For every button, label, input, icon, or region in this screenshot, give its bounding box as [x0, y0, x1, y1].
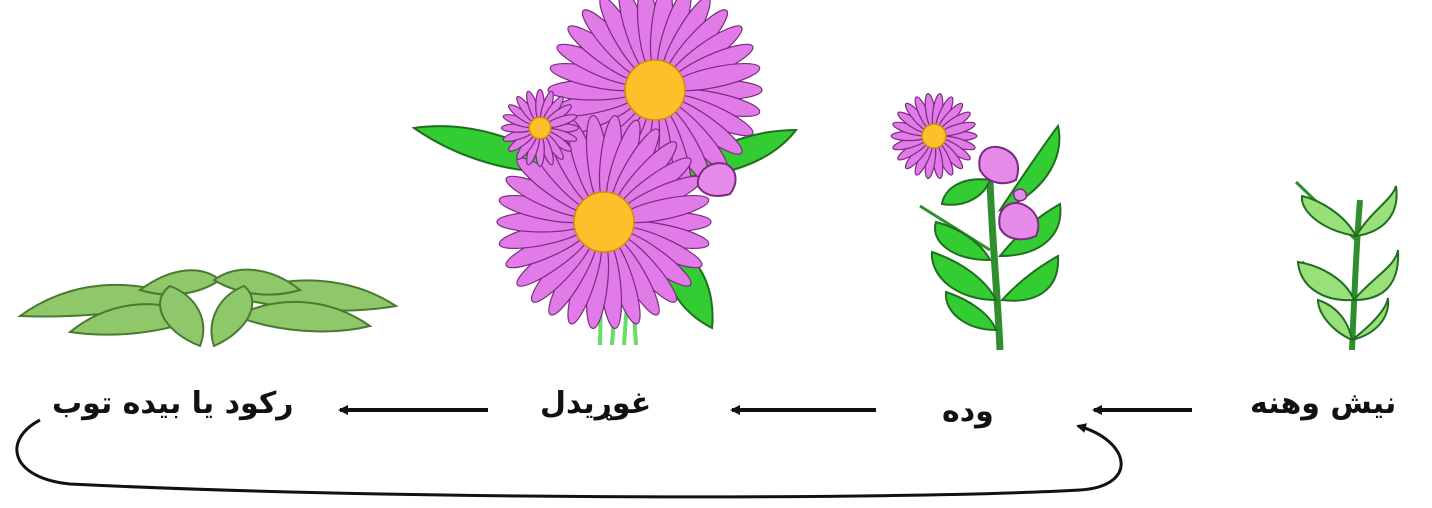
stage-label-seedling: نیش وهنه — [1250, 384, 1396, 424]
stage-label-budding: وده — [942, 392, 994, 432]
flowering-aster-icon — [414, 0, 796, 345]
budding-plant-icon — [891, 93, 1060, 350]
stage-label-dormant: رکود یا بیده توب — [52, 384, 294, 424]
dormant-rosette-icon — [20, 270, 396, 346]
stage-label-flowering: غوړيدل — [540, 384, 651, 424]
seedling-plant-icon — [1296, 182, 1398, 350]
